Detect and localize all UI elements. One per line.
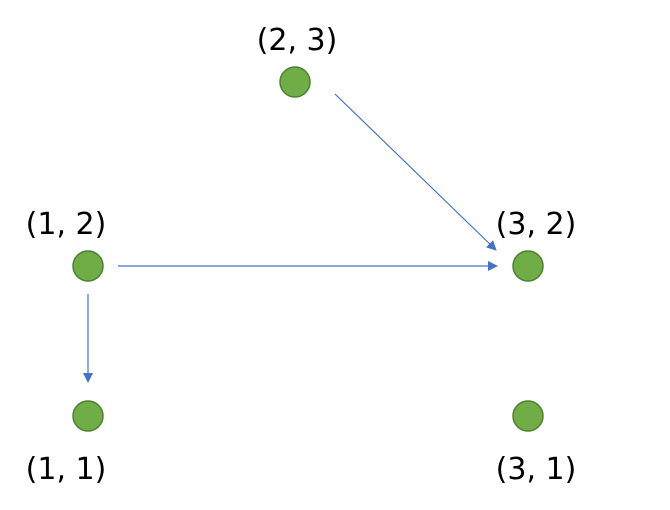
node-label-1-1: (1, 1) [26, 452, 107, 487]
node-label-3-1: (3, 1) [496, 452, 577, 487]
node-1-1 [72, 400, 104, 432]
nodes [72, 66, 544, 432]
node-2-3 [279, 66, 311, 98]
node-label-1-2: (1, 2) [26, 207, 107, 242]
node-3-2 [512, 250, 544, 282]
node-label-3-2: (3, 2) [496, 207, 577, 242]
node-3-1 [512, 400, 544, 432]
edge-2-3-to-3-2 [334, 93, 497, 251]
node-1-2 [72, 250, 104, 282]
labels: (2, 3) (1, 2) (3, 2) (1, 1) (3, 1) [26, 23, 577, 487]
node-label-2-3: (2, 3) [257, 23, 338, 58]
edges [83, 93, 498, 383]
